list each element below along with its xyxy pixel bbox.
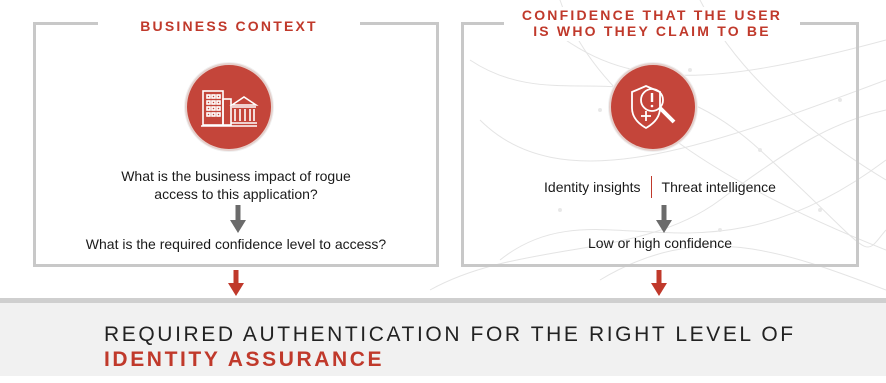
red-arrow-down-icon (228, 270, 244, 296)
user-confidence-panel: CONFIDENCE THAT THE USER IS WHO THEY CLA… (461, 7, 859, 267)
arrow-down-icon (656, 205, 672, 233)
business-context-title: BUSINESS CONTEXT (98, 15, 360, 37)
identity-insights-label: Identity insights (544, 179, 641, 195)
required-authentication-band: REQUIRED AUTHENTICATION FOR THE RIGHT LE… (0, 298, 886, 376)
business-context-panel: BUSINESS CONTEXT What is the business im… (33, 15, 439, 267)
red-arrow-down-icon (651, 270, 667, 296)
threat-intelligence-label: Threat intelligence (661, 179, 776, 195)
confidence-level-question: What is the required confidence level to… (85, 236, 387, 252)
business-impact-question: What is the business impact of rogue acc… (121, 168, 351, 202)
user-confidence-title-line1: CONFIDENCE THAT THE USER (521, 7, 783, 23)
band-heading: REQUIRED AUTHENTICATION FOR THE RIGHT LE… (104, 323, 796, 346)
user-confidence-title-line2: IS WHO THEY CLAIM TO BE (533, 23, 771, 39)
arrow-down-icon (230, 205, 246, 233)
confidence-result: Low or high confidence (588, 235, 732, 251)
buildings-icon (185, 63, 273, 151)
band-emphasis: IDENTITY ASSURANCE (104, 348, 385, 371)
shield-magnifier-icon (609, 63, 697, 151)
signals-divider (650, 176, 652, 198)
user-confidence-title: CONFIDENCE THAT THE USER IS WHO THEY CLA… (504, 7, 800, 41)
identity-signals-row: Identity insights Threat intelligence (464, 176, 856, 198)
